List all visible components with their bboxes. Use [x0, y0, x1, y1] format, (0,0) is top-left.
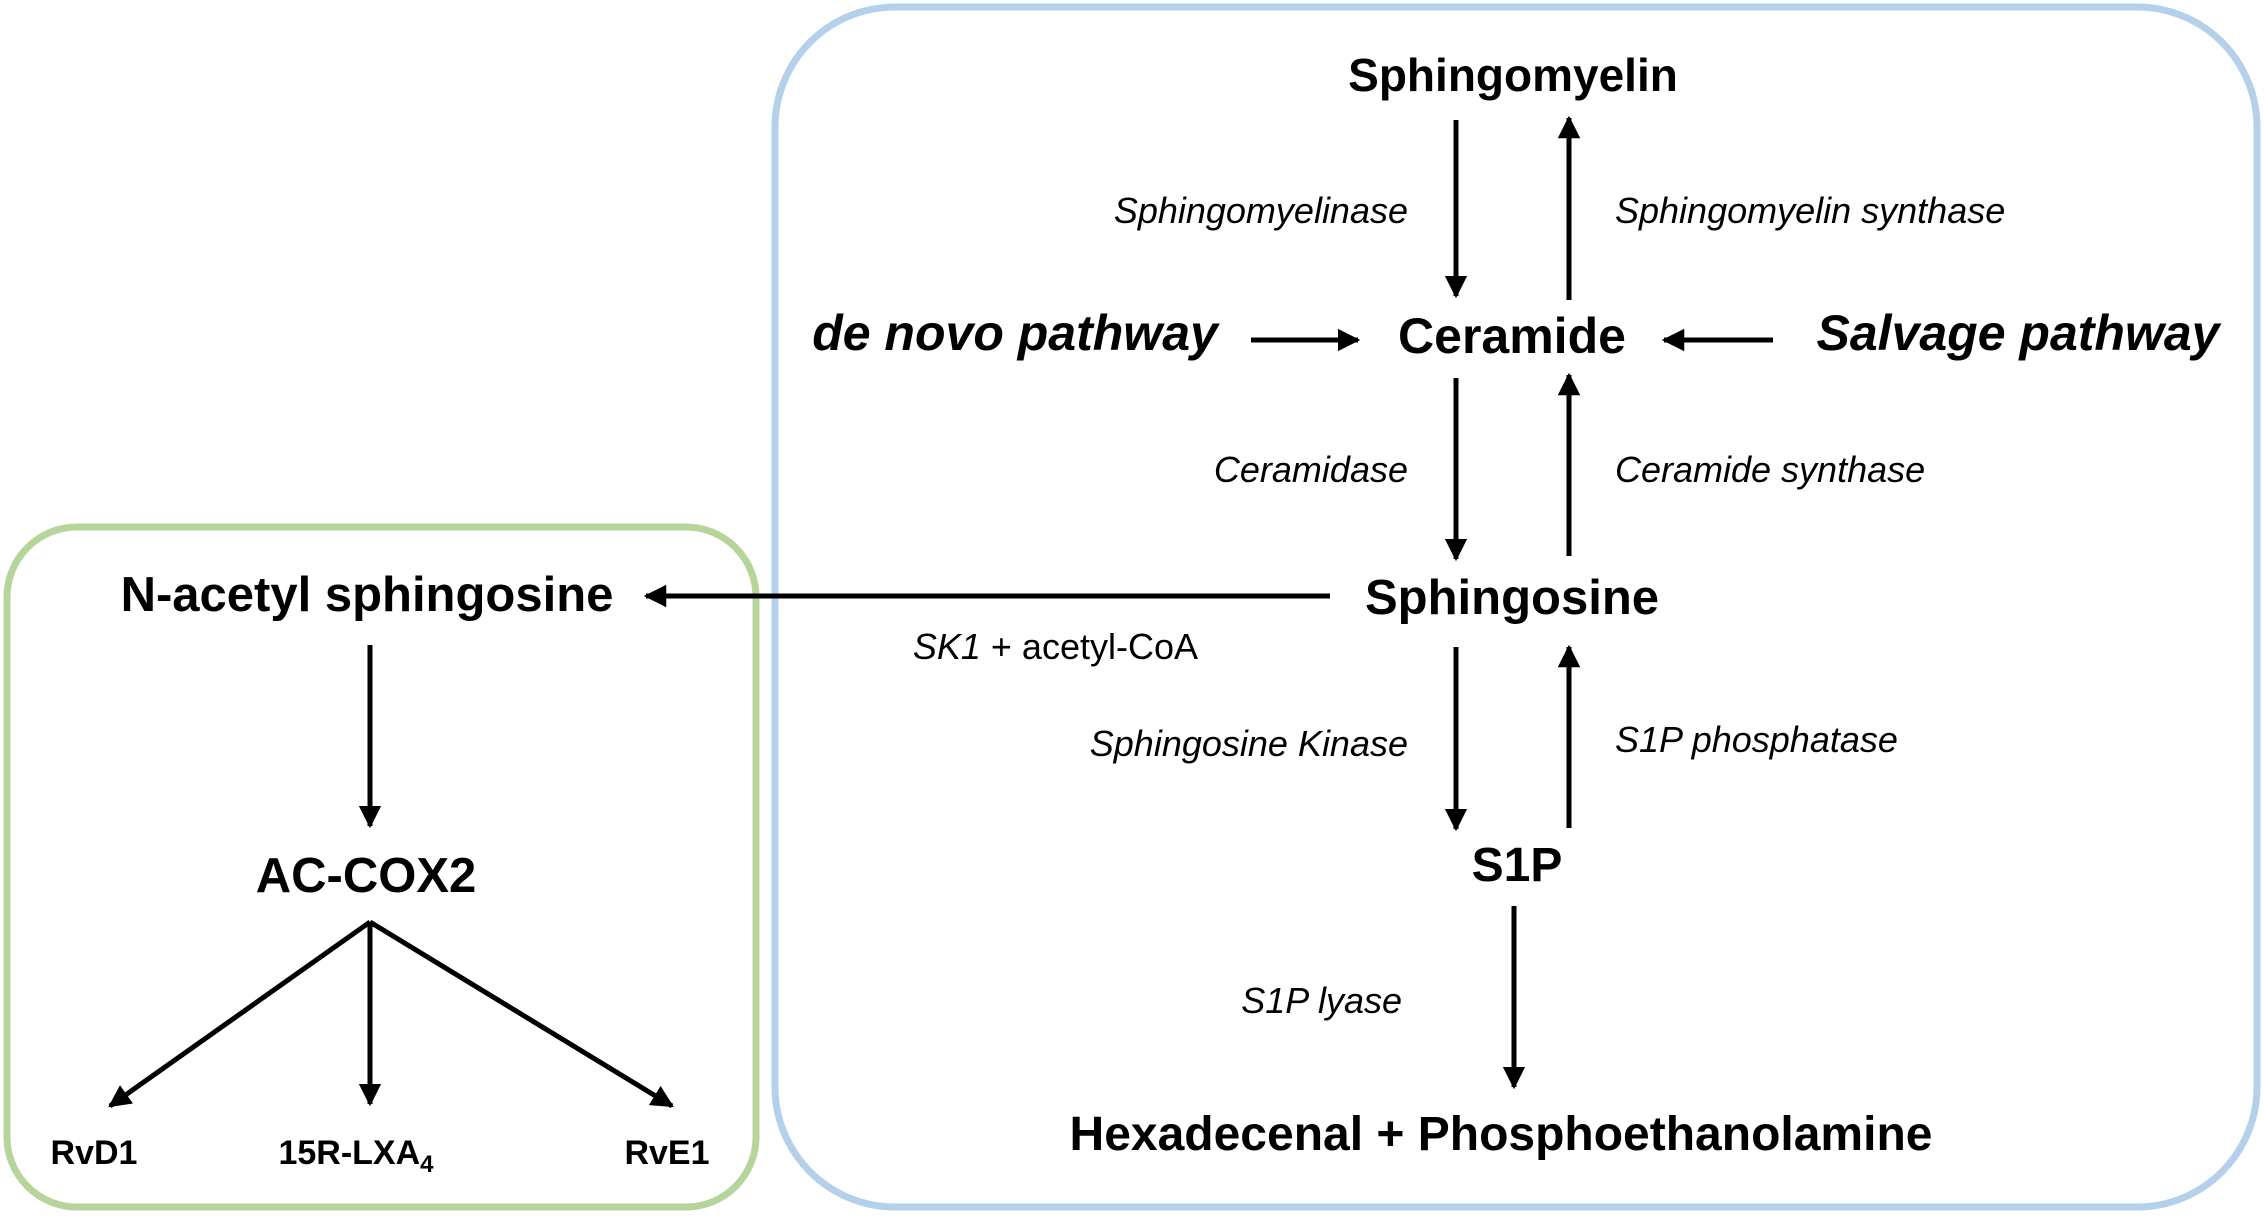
ceramide-synthase-label: Ceramide synthase: [1615, 449, 1925, 490]
s1p-lyase-label: S1P lyase: [1241, 980, 1402, 1021]
rvd1-node: RvD1: [51, 1134, 138, 1172]
s1p-phosphatase-label: S1P phosphatase: [1615, 719, 1898, 760]
sphingolipid-metabolism-box: [771, 3, 2261, 1211]
sphingomyelin-node: Sphingomyelin: [1348, 49, 1678, 101]
lxa4-subscript: 4: [420, 1151, 434, 1178]
de-novo-pathway-label: de novo pathway: [812, 305, 1220, 361]
arrow-ac-cox2-to-rvd1: [108, 919, 372, 1109]
15r-lxa-label: 15R-LXA: [278, 1134, 420, 1172]
ac-cox2-node: AC-COX2: [256, 849, 477, 903]
ceramidase-label: Ceramidase: [1214, 449, 1408, 490]
s1p-node: S1P: [1472, 839, 1563, 892]
sphingomyelinase-label: Sphingomyelinase: [1114, 190, 1408, 231]
acetylation-pathway-box: [3, 523, 760, 1211]
salvage-pathway-label: Salvage pathway: [1817, 305, 2222, 361]
n-acetyl-sphingosine-node: N-acetyl sphingosine: [121, 568, 614, 622]
sphingosine-kinase-label: Sphingosine Kinase: [1090, 723, 1408, 764]
sphingomyelin-synthase-label: Sphingomyelin synthase: [1615, 190, 2005, 231]
rve1-node: RvE1: [624, 1134, 709, 1172]
sphingosine-node: Sphingosine: [1365, 571, 1659, 625]
15r-lxa4-node: 15R-LXA4: [278, 1134, 434, 1178]
sk1-acetyl-coa-label: SK1 + acetyl-CoA: [913, 626, 1198, 667]
hexadecenal-phosphoethanolamine-node: Hexadecenal + Phosphoethanolamine: [1070, 1108, 1933, 1161]
sk1-label: SK1: [913, 626, 981, 667]
acetyl-coa-label: + acetyl-CoA: [981, 626, 1198, 667]
arrow-ac-cox2-to-rve1: [368, 919, 674, 1109]
ceramide-node: Ceramide: [1398, 308, 1626, 364]
